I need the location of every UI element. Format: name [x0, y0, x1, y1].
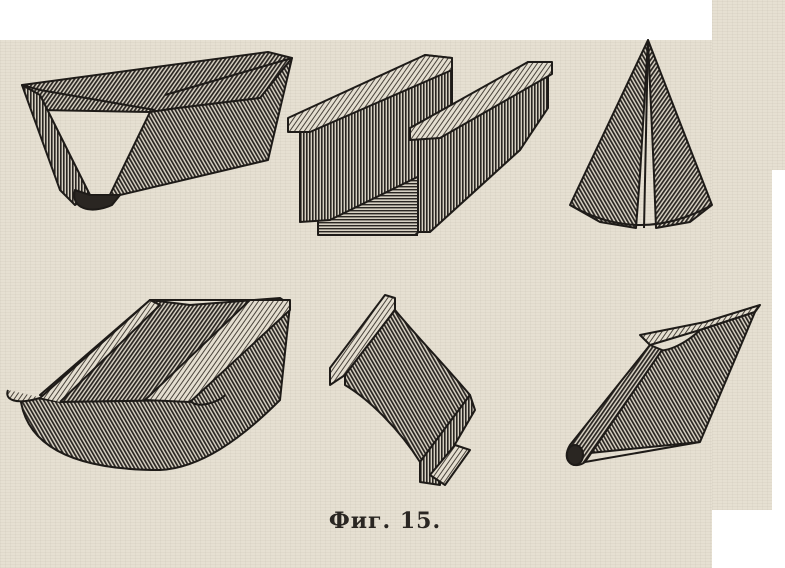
paper-upper-right — [712, 0, 785, 170]
box-gutter-v-shaped-illustration — [21, 51, 293, 211]
conical-downpipe-illustration — [569, 39, 713, 229]
ogee-gutter-illustration — [329, 294, 476, 486]
box-gutter-flat-bottom-illustration — [287, 54, 553, 236]
beaded-gutter-illustration — [565, 304, 761, 467]
half-round-gutter-illustration — [6, 297, 291, 471]
figure-caption: Фиг. 15. — [328, 508, 442, 534]
